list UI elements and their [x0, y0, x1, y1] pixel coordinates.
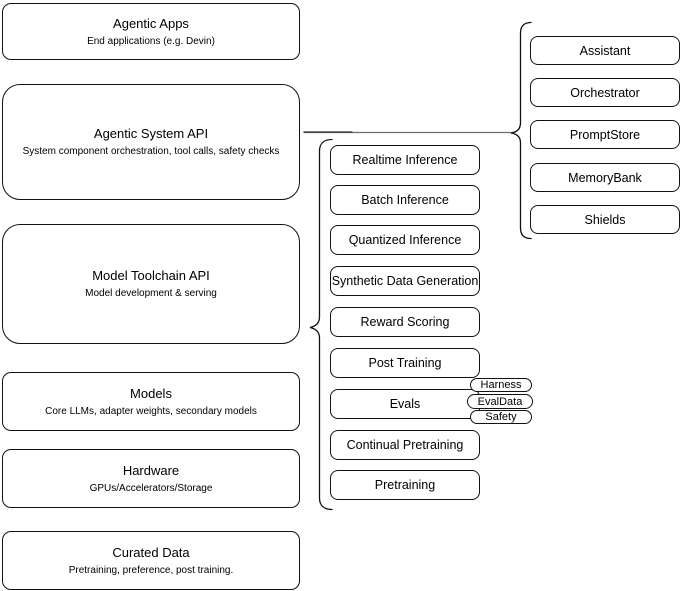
node-quantized-inference: Quantized Inference: [330, 225, 480, 255]
node-orchestrator: Orchestrator: [530, 78, 680, 107]
node-realtime-inference: Realtime Inference: [330, 145, 480, 175]
node-label: Assistant: [579, 43, 631, 58]
node-evals: Evals: [330, 389, 480, 419]
node-promptstore: PromptStore: [530, 120, 680, 149]
curly-brace-components: [510, 21, 532, 240]
node-hardware: Hardware GPUs/Accelerators/Storage: [2, 449, 300, 508]
tag-label: Safety: [485, 411, 517, 423]
node-continual-pretraining: Continual Pretraining: [330, 430, 480, 460]
node-pretraining: Pretraining: [330, 470, 480, 500]
node-subtitle: End applications (e.g. Devin): [87, 35, 215, 47]
node-label: Orchestrator: [570, 85, 640, 100]
node-label: Pretraining: [374, 478, 436, 492]
node-label: Shields: [584, 212, 626, 227]
node-label: MemoryBank: [568, 170, 642, 185]
node-title: Hardware: [122, 462, 180, 478]
node-label: PromptStore: [569, 127, 641, 142]
node-title: Agentic System API: [93, 126, 209, 141]
node-label: Batch Inference: [361, 193, 449, 207]
node-title: Model Toolchain API: [92, 268, 210, 283]
node-label: Continual Pretraining: [346, 438, 464, 452]
node-synthetic-data-generation: Synthetic Data Generation: [330, 266, 480, 296]
node-shields: Shields: [530, 205, 680, 234]
node-subtitle: Core LLMs, adapter weights, secondary mo…: [45, 405, 257, 417]
node-label: Post Training: [368, 356, 442, 370]
node-title: Models: [130, 385, 172, 401]
node-agentic-system-api: Agentic System API System component orch…: [2, 84, 300, 200]
node-batch-inference: Batch Inference: [330, 185, 480, 215]
node-agentic-apps: Agentic Apps End applications (e.g. Devi…: [2, 3, 300, 60]
node-reward-scoring: Reward Scoring: [330, 307, 480, 337]
node-title: Agentic Apps: [113, 15, 189, 31]
node-title: Curated Data: [112, 544, 190, 560]
node-label: Evals: [389, 397, 421, 411]
node-assistant: Assistant: [530, 36, 680, 65]
node-label: Reward Scoring: [360, 315, 450, 329]
node-curated-data: Curated Data Pretraining, preference, po…: [2, 531, 300, 590]
node-label: Quantized Inference: [348, 233, 462, 247]
evals-tag-safety: Safety: [470, 410, 532, 424]
node-subtitle: Pretraining, preference, post training.: [68, 564, 234, 576]
node-post-training: Post Training: [330, 348, 480, 378]
node-subtitle: GPUs/Accelerators/Storage: [89, 482, 213, 494]
node-label: Synthetic Data Generation: [331, 274, 479, 288]
evals-tag-evaldata: EvalData: [467, 394, 533, 409]
node-subtitle: System component orchestration, tool cal…: [22, 146, 280, 157]
evals-tag-harness: Harness: [470, 378, 532, 392]
node-label: Realtime Inference: [352, 153, 458, 167]
node-models: Models Core LLMs, adapter weights, secon…: [2, 372, 300, 431]
tag-label: Harness: [480, 379, 522, 391]
node-subtitle: Model development & serving: [85, 288, 217, 299]
node-model-toolchain-api: Model Toolchain API Model development & …: [2, 224, 300, 344]
tag-label: EvalData: [477, 395, 523, 408]
curly-brace-toolchain: [309, 138, 333, 511]
node-memorybank: MemoryBank: [530, 163, 680, 192]
